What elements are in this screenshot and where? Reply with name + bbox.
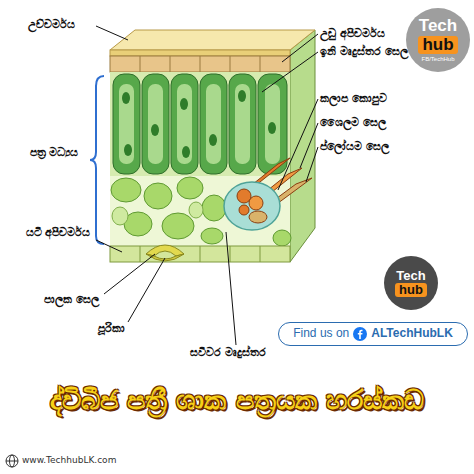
part-label: උඩු අපිචර්මය	[320, 27, 385, 41]
logo-circle: TechhubFB/TechHub	[406, 8, 470, 72]
social-box: Find us on ALTechHubLK	[278, 322, 468, 346]
part-label: කලාප කොපුව	[320, 92, 387, 106]
part-label: සවිවර මෘදුස්තර	[190, 346, 266, 360]
part-label: ප්ලෝයම සෙල	[320, 140, 389, 154]
logo-text: FB/TechHub	[421, 56, 454, 63]
part-label: පාලක සෙල	[44, 293, 99, 307]
facebook-icon	[353, 327, 367, 341]
diagram-title: ද්විබීජ පත්‍රී ශාක පත්‍රයක හරස්කඩ	[0, 384, 474, 416]
logo-text: Tech	[419, 17, 457, 36]
logo-text: Find us on	[293, 327, 349, 340]
logo-text: ALTechHubLK	[371, 327, 453, 340]
logo-badge: Techhub	[384, 256, 438, 310]
part-label: ශෛලම සෙල	[320, 116, 386, 130]
part-label: යටි අපිචර්මය	[22, 226, 94, 240]
part-label: ඉනි මෘදුස්තර සෙල	[320, 45, 408, 59]
part-label: පත්‍ර මධ්‍යය	[20, 146, 88, 160]
logo-text: hub	[418, 36, 457, 55]
logo-text: Tech	[396, 269, 425, 283]
part-label: පූරිකා	[98, 322, 125, 336]
part-label: www.TechhubLK.com	[22, 455, 116, 466]
part-label: උච්චර්මය	[28, 18, 75, 32]
logo-text: hub	[395, 283, 427, 297]
